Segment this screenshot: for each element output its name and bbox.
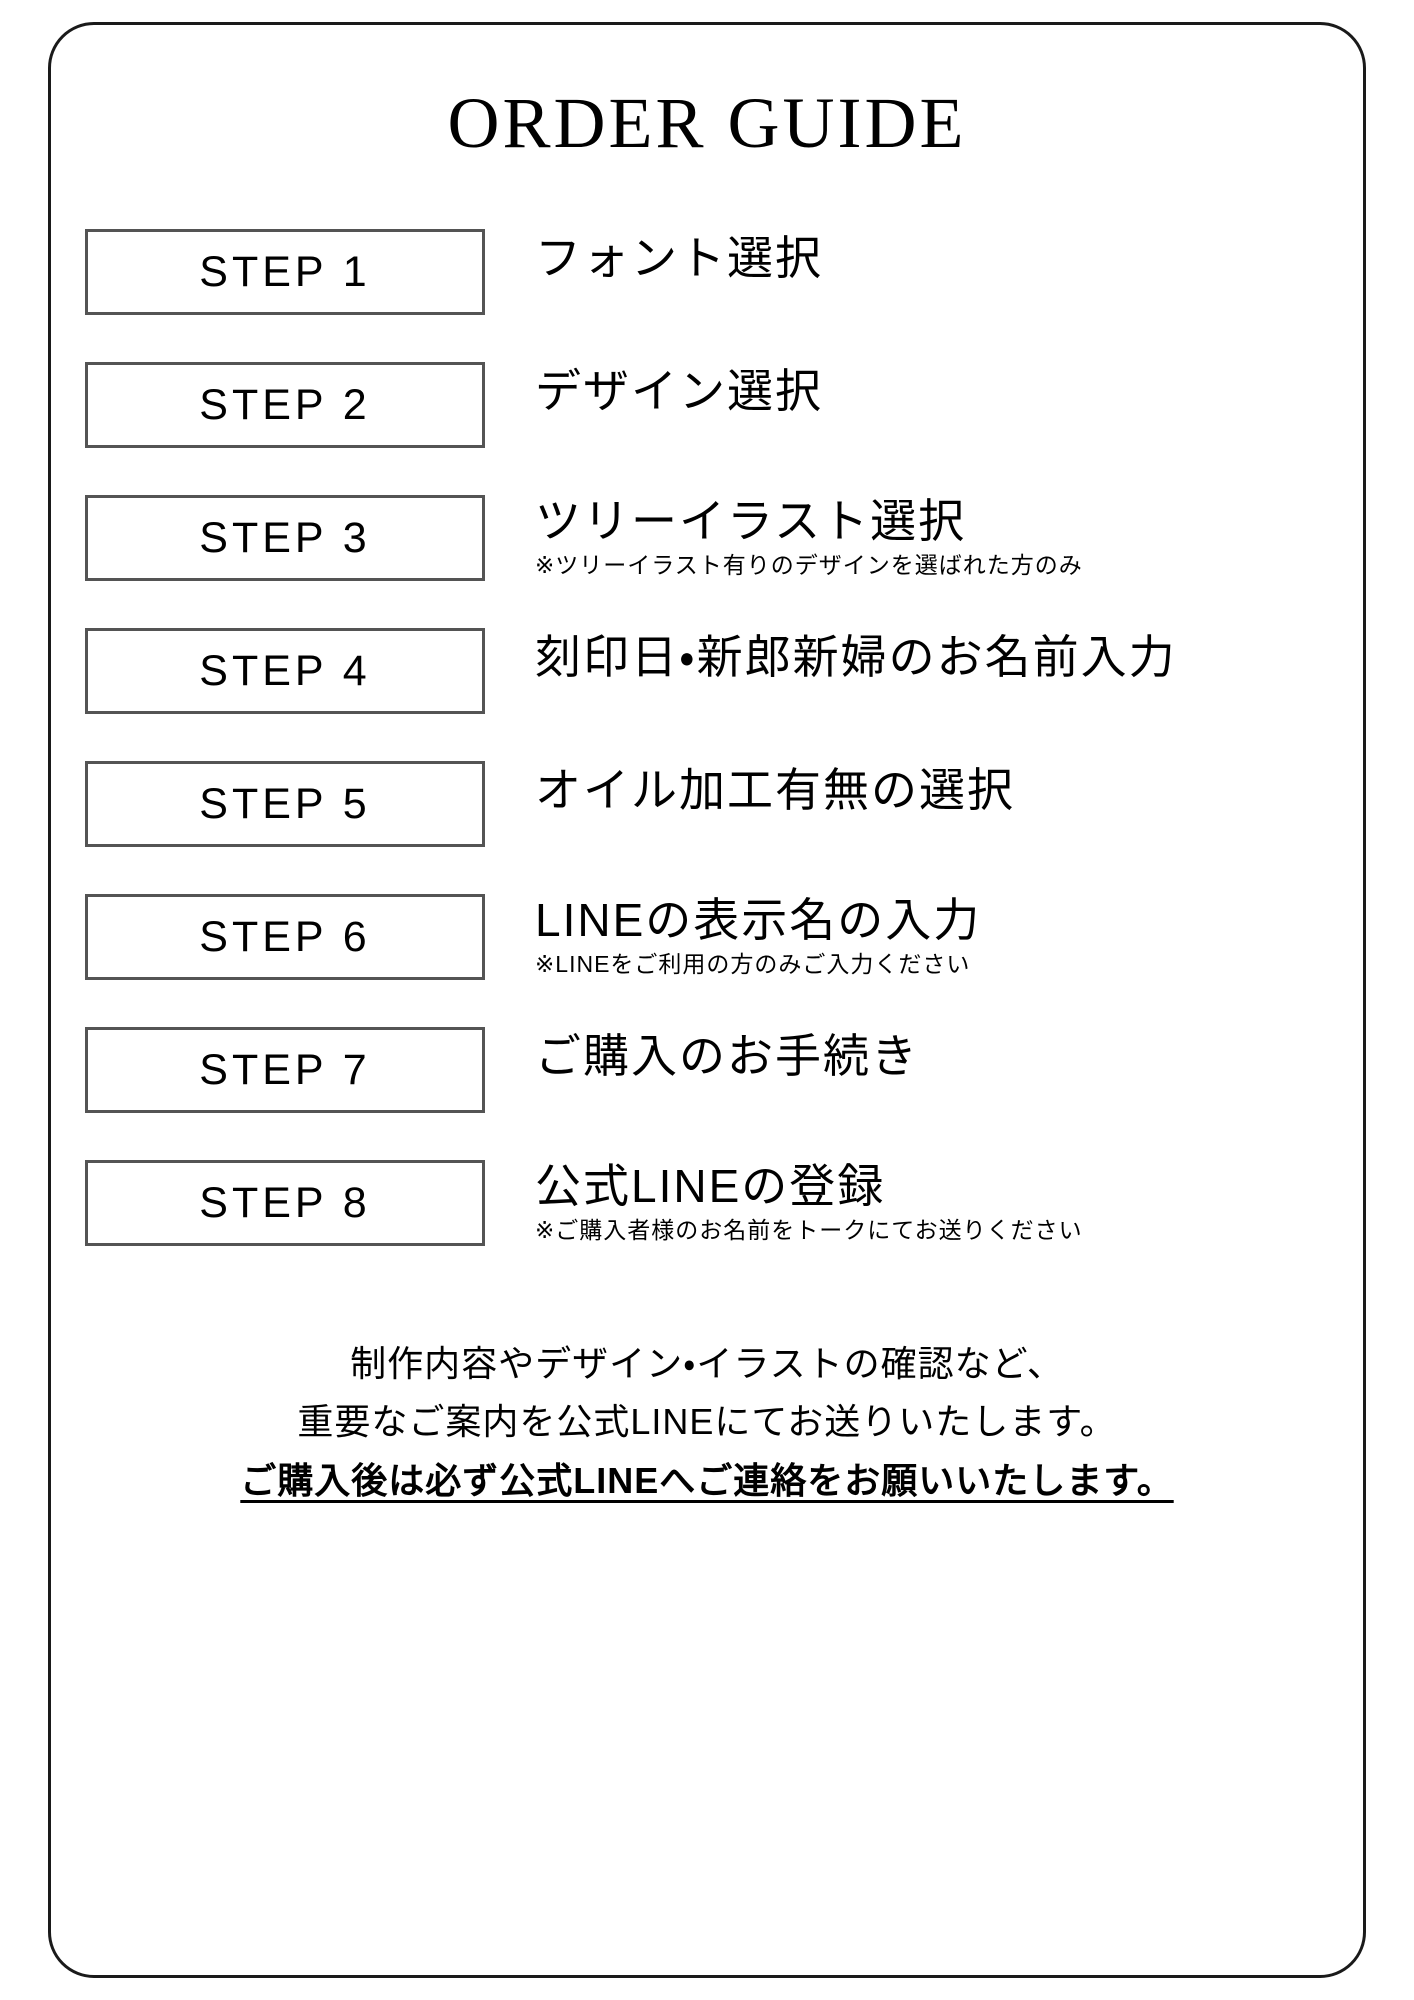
step-title: 公式LINEの登録 <box>535 1160 886 1212</box>
step-box-label: STEP 2 <box>199 380 371 429</box>
step-box-5[interactable]: STEP 5 <box>85 761 485 847</box>
step-box-3[interactable]: STEP 3 <box>85 495 485 581</box>
page-title: ORDER GUIDE <box>447 83 967 163</box>
step-text-8: 公式LINEの登録 ※ご購入者様のお名前をトークにてお送りください <box>535 1154 1083 1245</box>
step-box-6[interactable]: STEP 6 <box>85 894 485 980</box>
footer-line-3-emphasis: ご購入後は必ず公式LINEへご連絡をお願いいたします。 <box>240 1459 1174 1501</box>
step-box-label: STEP 5 <box>199 779 371 828</box>
step-row: STEP 7 ご購入のお手続き <box>85 1021 1363 1154</box>
step-text-3: ツリーイラスト選択 ※ツリーイラスト有りのデザインを選ばれた方のみ <box>535 489 1083 580</box>
step-text-7: ご購入のお手続き <box>535 1021 919 1083</box>
step-text-5: オイル加工有無の選択 <box>535 755 1015 817</box>
step-box-2[interactable]: STEP 2 <box>85 362 485 448</box>
step-title: ツリーイラスト選択 <box>535 495 967 547</box>
step-text-2: デザイン選択 <box>535 356 823 418</box>
step-row: STEP 1 フォント選択 <box>85 223 1363 356</box>
step-row: STEP 6 LINEの表示名の入力 ※LINEをご利用の方のみご入力ください <box>85 888 1363 1021</box>
step-row: STEP 3 ツリーイラスト選択 ※ツリーイラスト有りのデザインを選ばれた方のみ <box>85 489 1363 622</box>
step-box-label: STEP 6 <box>199 912 371 961</box>
step-text-4: 刻印日・新郎新婦のお名前入力 <box>535 622 1177 684</box>
footer-line-2: 重要なご案内を公式LINEにてお送りいたします。 <box>297 1401 1117 1443</box>
step-box-4[interactable]: STEP 4 <box>85 628 485 714</box>
step-title: オイル加工有無の選択 <box>535 764 1015 816</box>
step-title: LINEの表示名の入力 <box>535 894 982 946</box>
step-note: ※ツリーイラスト有りのデザインを選ばれた方のみ <box>535 552 1083 579</box>
step-box-label: STEP 8 <box>199 1178 371 1227</box>
step-row: STEP 4 刻印日・新郎新婦のお名前入力 <box>85 622 1363 755</box>
step-box-8[interactable]: STEP 8 <box>85 1160 485 1246</box>
step-box-label: STEP 7 <box>199 1045 371 1094</box>
step-text-1: フォント選択 <box>535 223 823 285</box>
step-box-label: STEP 4 <box>199 646 371 695</box>
step-text-6: LINEの表示名の入力 ※LINEをご利用の方のみご入力ください <box>535 888 981 979</box>
step-box-label: STEP 1 <box>199 247 371 296</box>
footer-line-1: 制作内容やデザイン・イラストの確認など、 <box>350 1343 1064 1384</box>
footer-notice: 制作内容やデザイン・イラストの確認など、 重要なご案内を公式LINEにてお送りい… <box>51 1335 1363 1510</box>
step-title: 刻印日・新郎新婦のお名前入力 <box>535 631 1177 683</box>
step-row: STEP 2 デザイン選択 <box>85 356 1363 489</box>
step-row: STEP 8 公式LINEの登録 ※ご購入者様のお名前をトークにてお送りください <box>85 1154 1363 1287</box>
step-title: フォント選択 <box>535 232 823 284</box>
step-note: ※LINEをご利用の方のみご入力ください <box>535 951 971 978</box>
step-box-label: STEP 3 <box>199 513 371 562</box>
step-title: デザイン選択 <box>535 365 823 417</box>
step-title: ご購入のお手続き <box>535 1030 919 1082</box>
step-box-1[interactable]: STEP 1 <box>85 229 485 315</box>
step-row: STEP 5 オイル加工有無の選択 <box>85 755 1363 888</box>
step-list: STEP 1 フォント選択 STEP 2 デザイン選択 STEP 3 ツリーイラ… <box>51 223 1363 1287</box>
step-box-7[interactable]: STEP 7 <box>85 1027 485 1113</box>
order-guide-card: ORDER GUIDE STEP 1 フォント選択 STEP 2 デザイン選択 … <box>48 22 1366 1978</box>
step-note: ※ご購入者様のお名前をトークにてお送りください <box>535 1217 1083 1244</box>
